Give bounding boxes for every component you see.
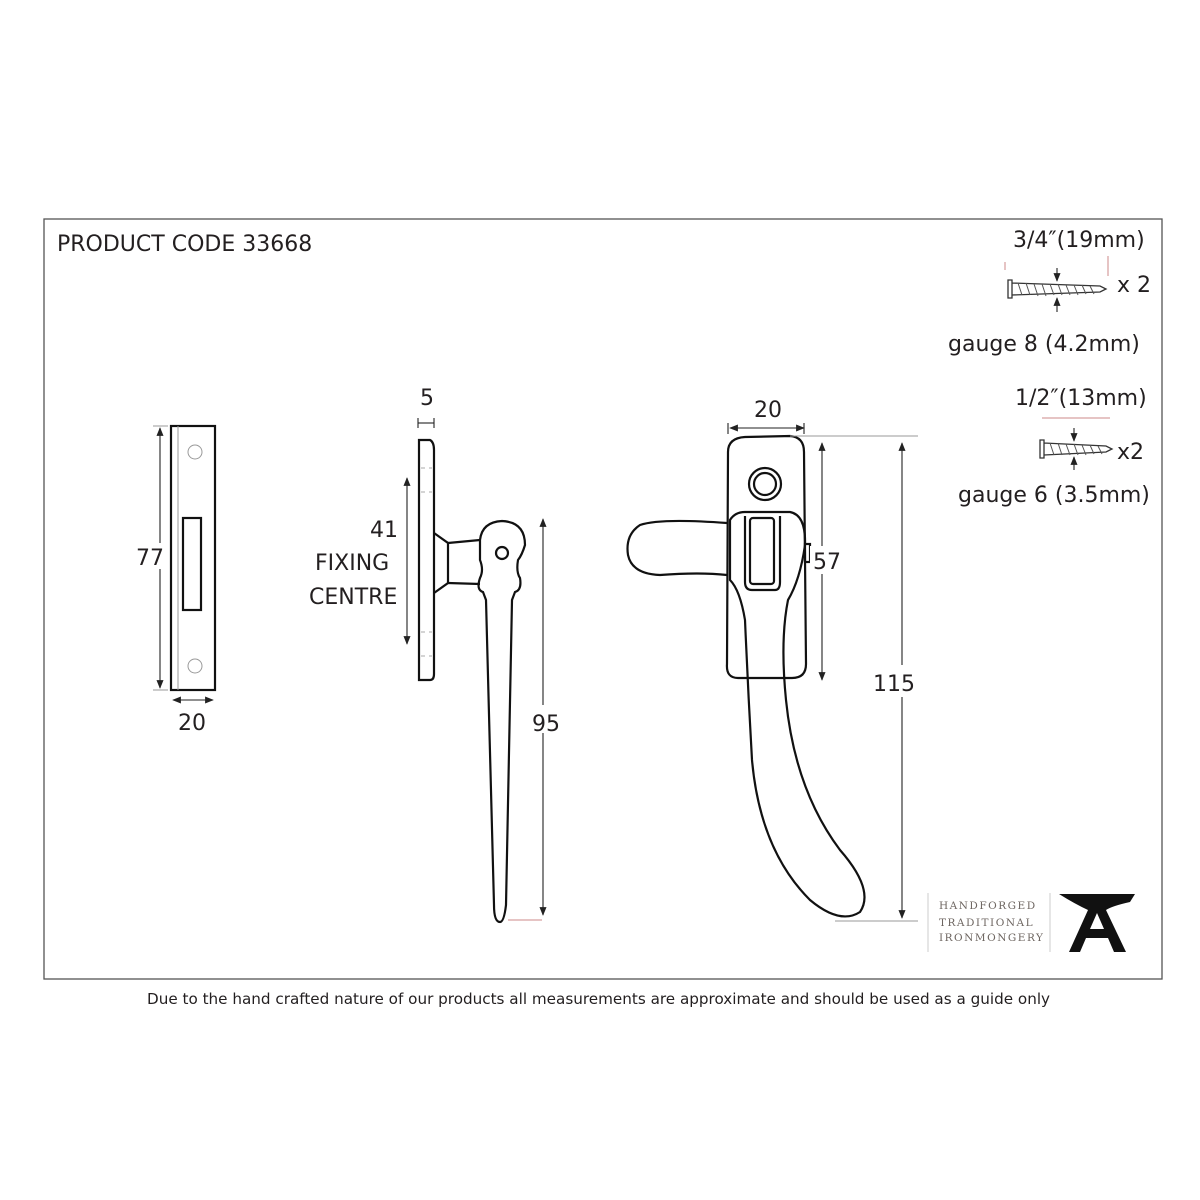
- front-width-label: 20: [754, 398, 782, 423]
- fixing-label-line1: FIXING: [315, 551, 389, 576]
- drawing-frame: [43, 218, 1163, 980]
- fixing-centre-value: 41: [370, 518, 398, 543]
- screw-2-qty: x2: [1117, 440, 1144, 465]
- product-code: PRODUCT CODE 33668: [57, 232, 312, 257]
- anvil-icon: [1059, 894, 1135, 952]
- logo-line2: TRADITIONAL: [939, 917, 1034, 929]
- screw-large: 3/4″(19mm) x 2 gauge 8 (4.2mm): [948, 228, 1151, 357]
- keep-height-label: 77: [136, 546, 164, 571]
- screw-2-gauge: gauge 6 (3.5mm): [958, 483, 1150, 508]
- plate-height-label: 57: [813, 550, 841, 575]
- screw-1-gauge: gauge 8 (4.2mm): [948, 332, 1140, 357]
- screw-2-length: 1/2″(13mm): [1015, 386, 1147, 411]
- side-view-drawing: [403, 418, 547, 924]
- screw-small: 1/2″(13mm) x2 gauge 6 (3.5mm): [958, 386, 1150, 508]
- logo-line1: HANDFORGED: [939, 900, 1037, 912]
- disclaimer: Due to the hand crafted nature of our pr…: [147, 990, 1050, 1008]
- handle-length-label: 95: [532, 712, 560, 737]
- fixing-label-line2: CENTRE: [309, 585, 397, 610]
- total-length-label: 115: [873, 672, 915, 697]
- screw-1-qty: x 2: [1117, 273, 1151, 298]
- logo-line3: IRONMONGERY: [939, 932, 1044, 944]
- brand-logo: HANDFORGED TRADITIONAL IRONMONGERY: [927, 893, 1135, 952]
- thickness-label: 5: [420, 386, 434, 411]
- keep-width-label: 20: [178, 711, 206, 736]
- keep-drawing: [153, 424, 217, 704]
- screw-1-length: 3/4″(19mm): [1013, 228, 1145, 253]
